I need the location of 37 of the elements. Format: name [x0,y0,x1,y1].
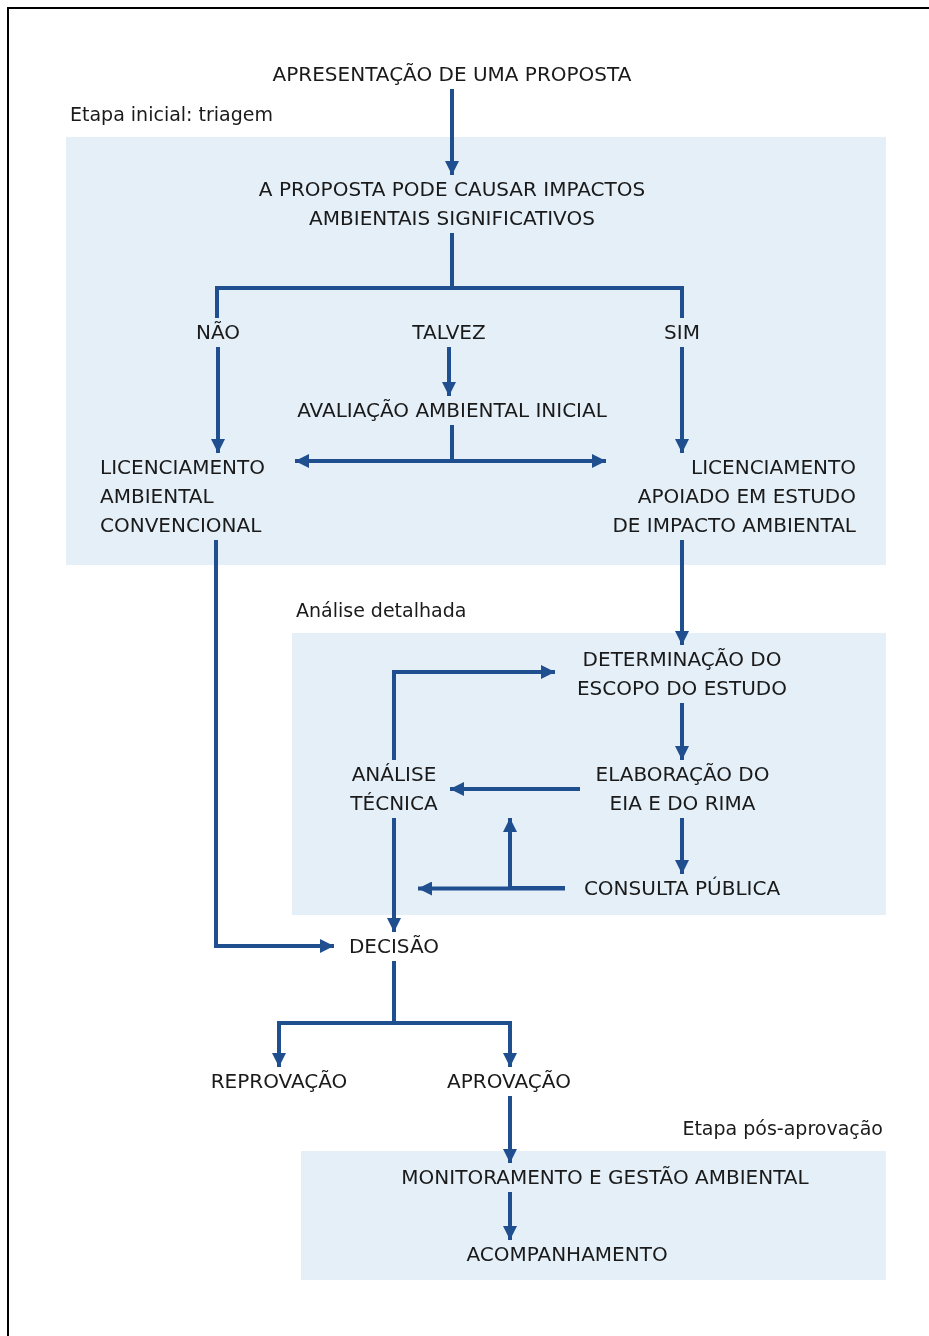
step-text: LICENCIAMENTO AMBIENTAL CONVENCIONAL [100,453,295,540]
arrow [675,347,689,453]
step-text: CONSULTA PÚBLICA [565,874,799,903]
arrow [211,347,225,453]
arrow [387,818,401,932]
step-text: APROVAÇÃO [434,1067,584,1096]
step-text: A PROPOSTA PODE CAUSAR IMPACTOS AMBIENTAIS SIGNIFICATIVOS [222,175,682,233]
arrow [450,425,606,468]
arrow [675,540,689,645]
arrow [503,1192,517,1240]
arrow [392,961,517,1067]
step-text: APRESENTAÇÃO DE UMA PROPOSTA [242,60,662,89]
stage-heading: Etapa inicial: triagem [70,102,273,127]
step-text: SIM [652,318,712,347]
arrow [503,1096,517,1163]
step-text: MONITORAMENTO E GESTÃO AMBIENTAL [360,1163,850,1192]
arrow [418,881,565,896]
arrow [442,347,456,396]
stage-heading: Análise detalhada [296,598,467,623]
arrow [450,782,580,796]
arrow [675,703,689,760]
arrow [503,818,565,890]
arrow [675,818,689,874]
arrow [445,89,459,175]
step-text: DETERMINAÇÃO DO ESCOPO DO ESTUDO [555,645,809,703]
step-text: ACOMPANHAMENTO [440,1240,694,1269]
arrow [214,540,334,953]
step-text: TALVEZ [394,318,504,347]
step-text: LICENCIAMENTO APOIADO EM ESTUDO DE IMPACTO AMBIENTAL [606,453,856,540]
step-text: REPROVAÇÃO [196,1067,362,1096]
step-text: NÃO [193,318,243,347]
stage-heading: Etapa pós-aprovação [682,1116,883,1141]
arrow [392,665,555,760]
step-text: ELABORAÇÃO DO EIA E DO RIMA [580,760,785,818]
step-text: AVALIAÇÃO AMBIENTAL INICIAL [252,396,652,425]
step-text: DECISÃO [334,932,454,961]
step-text: ANÁLISE TÉCNICA [338,760,450,818]
